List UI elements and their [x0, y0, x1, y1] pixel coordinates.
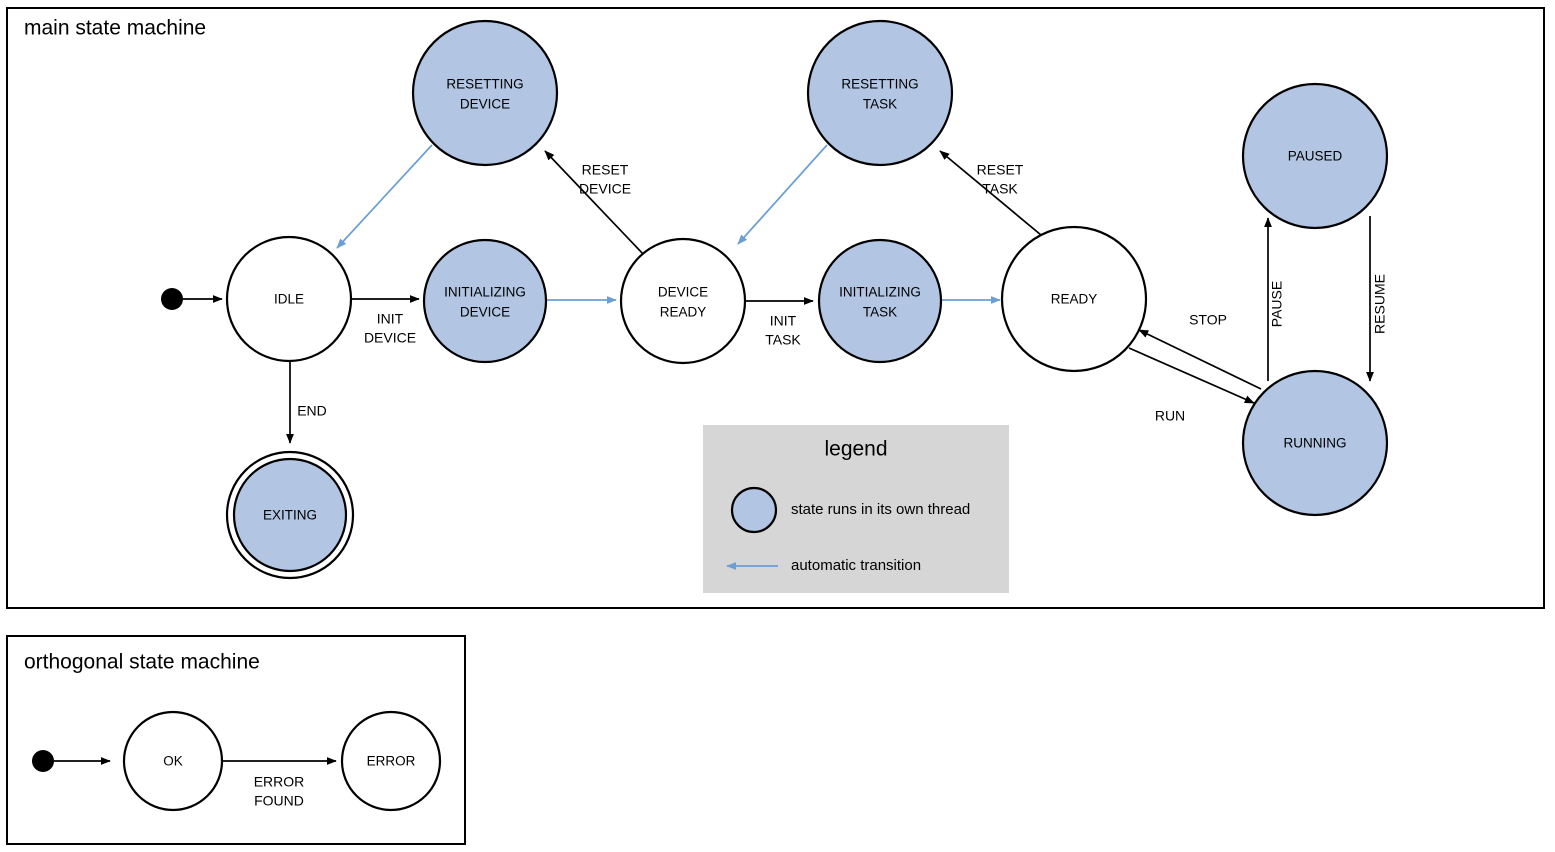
- state-idle-label: IDLE: [274, 292, 304, 307]
- state-ok-circle[interactable]: [122, 710, 224, 812]
- edge-label-resume: RESUME: [1372, 274, 1388, 334]
- state-resetting-device-label-line1: RESETTING: [446, 77, 523, 92]
- state-initializing-task-label-line2: TASK: [863, 305, 897, 320]
- edge-label-pause: PAUSE: [1269, 281, 1285, 327]
- state-initializing-device-label-line1: INITIALIZING: [444, 285, 526, 300]
- edge-label-init-task-line2: TASK: [765, 332, 801, 348]
- initial-pseudostate-dot-orthogonal: [32, 750, 54, 772]
- state-running-circle[interactable]: [1241, 369, 1389, 517]
- orthogonal-state-machine-title: orthogonal state machine: [24, 651, 260, 674]
- state-idle[interactable]: IDLE: [225, 235, 353, 363]
- state-initializing-task-label-line1: INITIALIZING: [839, 285, 921, 300]
- edge-label-error-found-line1: ERROR: [254, 774, 305, 790]
- state-ready-circle[interactable]: [1000, 225, 1148, 373]
- state-device-ready[interactable]: DEVICE READY: [619, 237, 747, 365]
- edge-label-reset-device-line2: DEVICE: [579, 181, 631, 197]
- state-ok[interactable]: OK: [122, 710, 224, 812]
- state-resetting-task-circle[interactable]: [806, 19, 954, 167]
- edge-label-init-device-line2: DEVICE: [364, 330, 416, 346]
- state-running-label: RUNNING: [1284, 436, 1347, 451]
- legend: legend state runs in its own thread auto…: [703, 425, 1009, 593]
- transition-device-ready-to-resetting-device: [544, 150, 646, 257]
- state-initializing-device-circle[interactable]: [422, 238, 548, 364]
- transition-resetting-task-to-device-ready: [737, 144, 828, 245]
- state-exiting[interactable]: EXITING: [225, 450, 355, 580]
- edge-label-reset-device-line1: RESET: [582, 162, 629, 178]
- state-idle-circle[interactable]: [225, 235, 353, 363]
- edge-label-reset-task-line2: TASK: [982, 181, 1018, 197]
- state-running[interactable]: RUNNING: [1241, 369, 1389, 517]
- edge-label-reset-task-line1: RESET: [977, 162, 1024, 178]
- state-device-ready-circle[interactable]: [619, 237, 747, 365]
- state-initializing-device[interactable]: INITIALIZING DEVICE: [422, 238, 548, 364]
- legend-auto-transition-text: automatic transition: [791, 557, 921, 574]
- state-resetting-task-label-line1: RESETTING: [841, 77, 918, 92]
- legend-thread-state-text: state runs in its own thread: [791, 501, 970, 518]
- state-device-ready-label-line2: READY: [660, 305, 707, 320]
- state-resetting-device-circle[interactable]: [411, 19, 559, 167]
- state-error-label: ERROR: [367, 754, 416, 769]
- state-resetting-device[interactable]: RESETTING DEVICE: [411, 19, 559, 167]
- state-error[interactable]: ERROR: [340, 710, 442, 812]
- state-resetting-device-label-line2: DEVICE: [460, 97, 510, 112]
- edge-label-run: RUN: [1155, 408, 1185, 424]
- transition-running-to-ready: [1138, 329, 1262, 390]
- state-exiting-circle[interactable]: [232, 457, 348, 573]
- state-ready-label: READY: [1051, 292, 1098, 307]
- edge-label-init-device-line1: INIT: [377, 311, 404, 327]
- edge-label-init-task-line1: INIT: [770, 313, 797, 329]
- transition-ready-to-running: [1128, 347, 1255, 404]
- state-error-circle[interactable]: [340, 710, 442, 812]
- state-resetting-task[interactable]: RESETTING TASK: [806, 19, 954, 167]
- legend-thread-state-swatch-icon: [730, 486, 778, 534]
- edge-label-error-found-line2: FOUND: [254, 793, 304, 809]
- state-ready[interactable]: READY: [1000, 225, 1148, 373]
- state-paused-label: PAUSED: [1288, 149, 1343, 164]
- transition-ready-to-resetting-task: [939, 150, 1042, 236]
- edge-label-end: END: [297, 403, 327, 419]
- main-state-machine-title: main state machine: [24, 17, 206, 40]
- legend-title: legend: [824, 438, 887, 461]
- state-initializing-task-circle[interactable]: [817, 238, 943, 364]
- state-initializing-task[interactable]: INITIALIZING TASK: [817, 238, 943, 364]
- state-exiting-label: EXITING: [263, 508, 317, 523]
- state-device-ready-label-line1: DEVICE: [658, 285, 708, 300]
- state-paused-circle[interactable]: [1241, 82, 1389, 230]
- edge-label-stop: STOP: [1189, 312, 1227, 328]
- state-ok-label: OK: [163, 754, 183, 769]
- state-resetting-task-label-line2: TASK: [863, 97, 897, 112]
- state-initializing-device-label-line2: DEVICE: [460, 305, 510, 320]
- state-paused[interactable]: PAUSED: [1241, 82, 1389, 230]
- initial-pseudostate-dot-main: [161, 288, 183, 310]
- transition-resetting-device-to-idle: [336, 144, 433, 249]
